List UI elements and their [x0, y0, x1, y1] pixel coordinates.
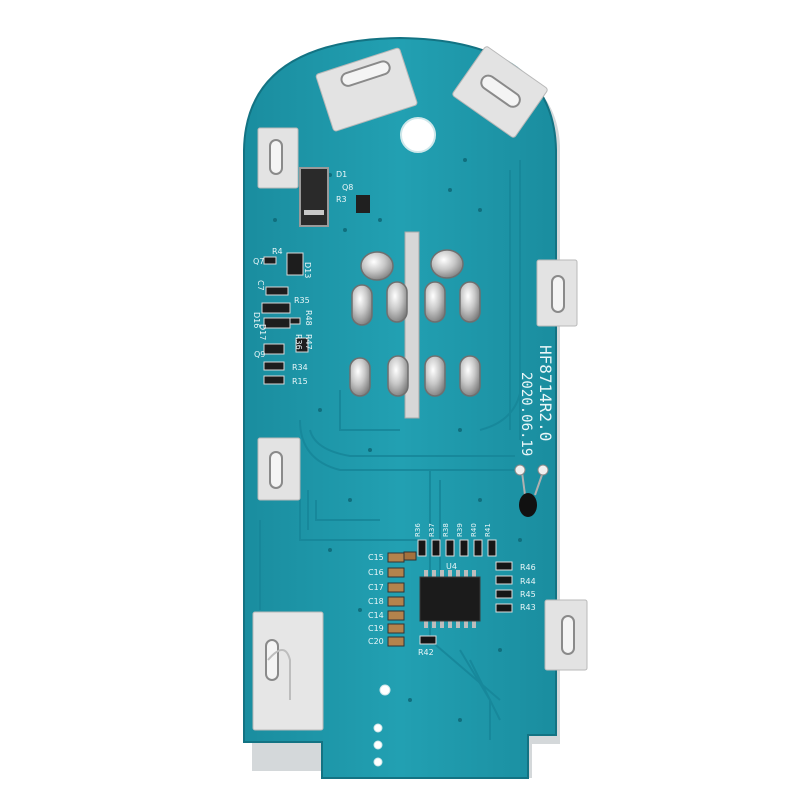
silk-left-label: R15 — [292, 377, 308, 386]
left-smd-components — [261, 252, 309, 385]
ic-label: U4 — [446, 562, 457, 571]
pad-left-middle — [257, 437, 301, 501]
solder-joints — [349, 249, 481, 397]
silk-left-label: Q9 — [254, 350, 265, 359]
silk-right-label: R44 — [520, 577, 536, 586]
silk-left-label: R48 — [304, 310, 313, 326]
silk-left-label: R36 — [294, 334, 303, 350]
transistor-q8 — [356, 195, 370, 213]
silk-top-label: Q8 — [342, 183, 353, 192]
silk-left-label: R47 — [304, 334, 313, 350]
right-resistors — [495, 561, 513, 613]
pad-top-right — [452, 46, 548, 138]
board-vias — [273, 158, 522, 722]
silk-row-label: R39 — [456, 523, 464, 537]
resistor-row — [417, 539, 497, 557]
pad-left-upper — [257, 127, 299, 189]
silk-left-label: R35 — [294, 296, 310, 305]
silk-cap-label: C19 — [368, 624, 384, 633]
silk-cap-label: C20 — [368, 637, 384, 646]
silk-bottom-label: R42 — [418, 648, 434, 657]
silk-left-label: R4 — [272, 247, 283, 256]
connector-holes — [373, 684, 391, 767]
diode-d1 — [299, 167, 329, 227]
silk-cap-label: C18 — [368, 597, 384, 606]
silk-cap-label: C15 — [368, 553, 384, 562]
silk-row-label: R38 — [442, 523, 450, 537]
board-model-label: HF8714R2.0 — [536, 345, 555, 441]
silk-cap-label: C16 — [368, 568, 384, 577]
silk-row-label: R41 — [484, 523, 492, 537]
silk-cap-label: C17 — [368, 583, 384, 592]
silk-top-label: R3 — [336, 195, 347, 204]
mounting-hole — [400, 117, 436, 153]
silk-left-label: D16 — [252, 312, 261, 328]
capacitor-column — [387, 552, 405, 647]
pad-right-middle — [536, 259, 578, 327]
silk-left-label: C7 — [256, 280, 265, 291]
board-date-label: 2020.06.19 — [518, 372, 534, 456]
silk-left-label: R34 — [292, 363, 308, 372]
thermistor — [514, 464, 549, 517]
silk-cap-label: C14 — [368, 611, 384, 620]
pad-left-bottom — [252, 611, 324, 731]
silk-row-label: R40 — [470, 523, 478, 537]
silkscreen: HF8714R2.0 2020.06.19 U4 D1 Q8 R3 R4 Q7 … — [252, 170, 555, 657]
silk-right-label: R45 — [520, 590, 536, 599]
pad-top-left — [315, 47, 418, 132]
silk-left-label: D13 — [303, 262, 312, 278]
silk-row-label: R37 — [428, 523, 436, 537]
capacitor-c-top — [403, 551, 417, 561]
silk-top-label: D1 — [336, 170, 347, 179]
silk-right-label: R46 — [520, 563, 536, 572]
silk-row-label: R36 — [414, 523, 422, 537]
silk-left-label: Q7 — [253, 257, 264, 266]
silk-left-label: D17 — [258, 324, 267, 340]
pad-right-lower — [544, 599, 588, 671]
resistor-r42 — [419, 635, 437, 645]
ic-u4 — [419, 570, 481, 628]
silk-right-label: R43 — [520, 603, 536, 612]
